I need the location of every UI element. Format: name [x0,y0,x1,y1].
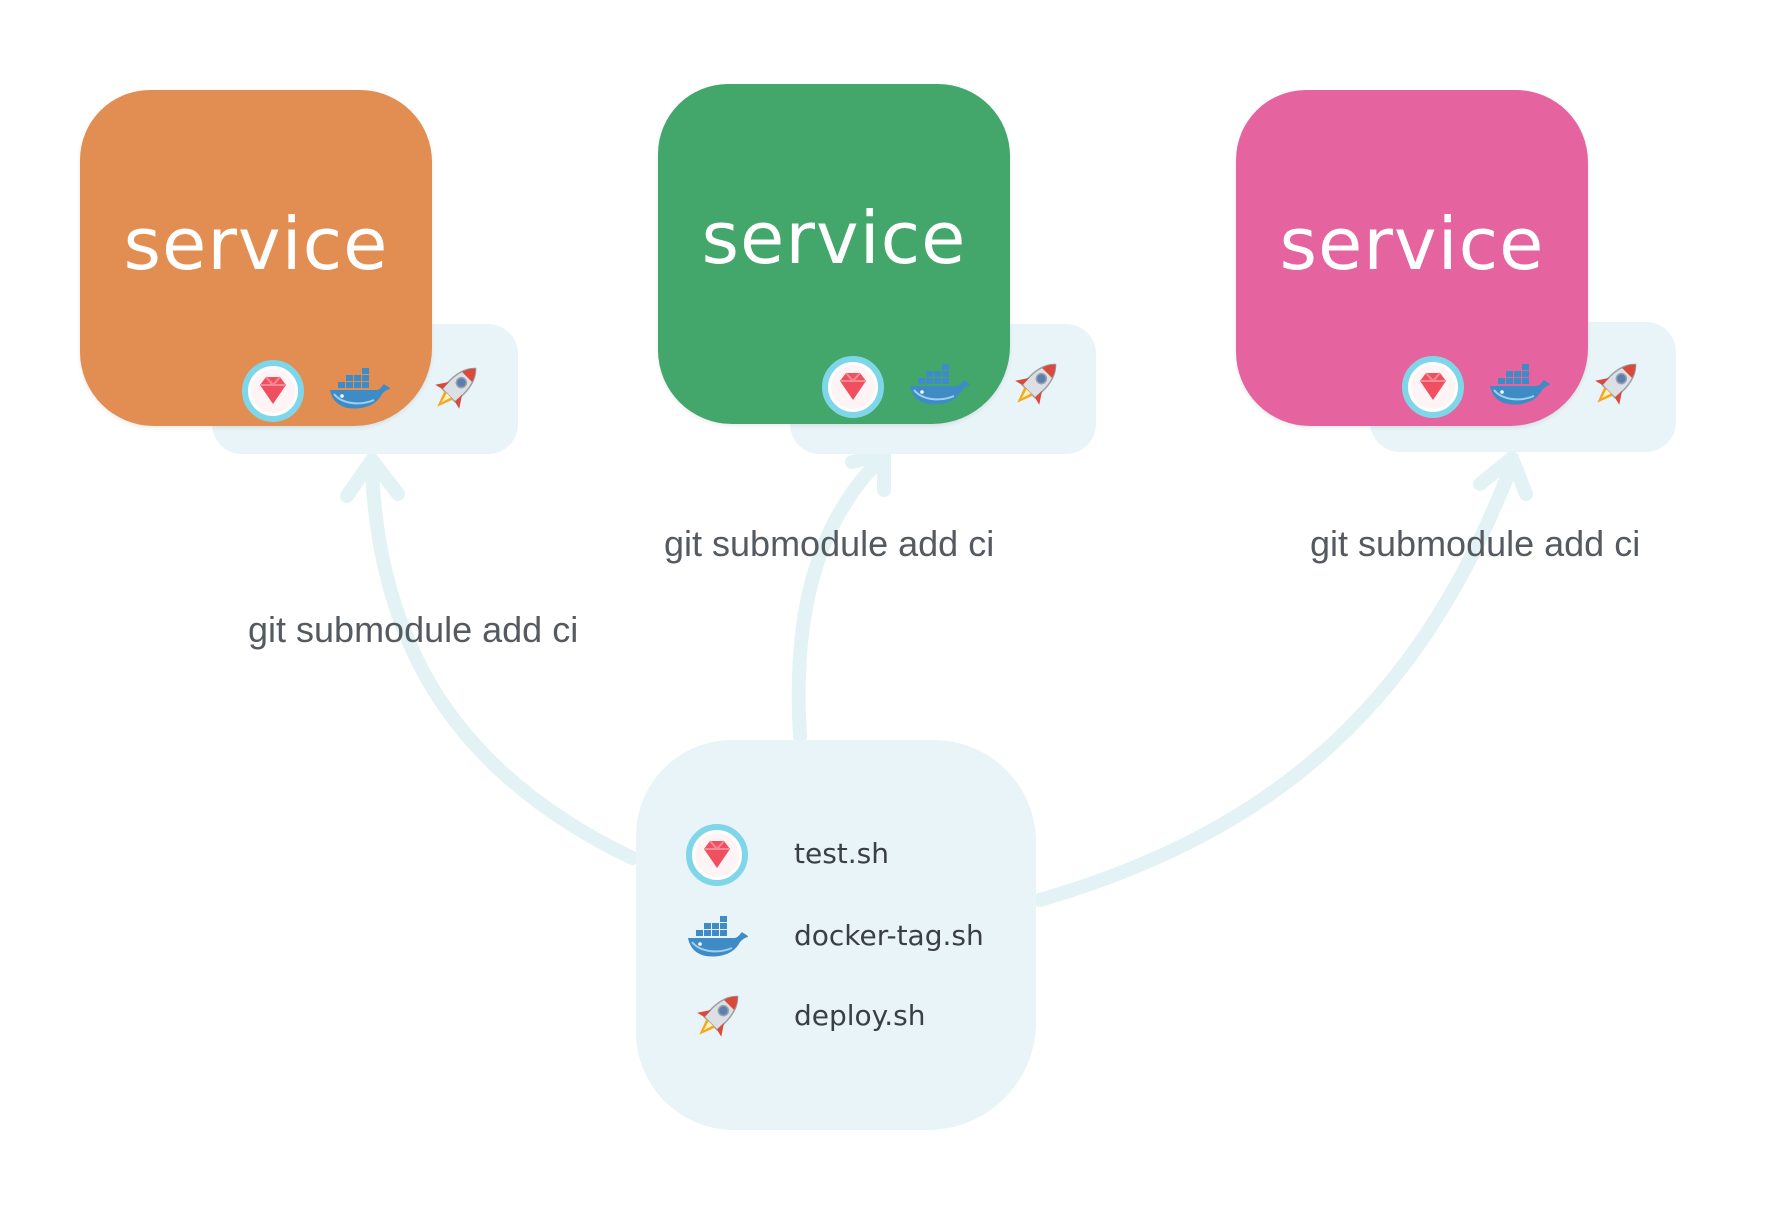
arrow-to-service-3 [1033,463,1517,907]
script-name: deploy.sh [794,999,926,1032]
script-row-test[interactable]: test.sh [684,820,1024,890]
ci-repo-box: test.sh docker-tag.sh deploy.sh [636,740,1036,1130]
script-row-docker-tag[interactable]: docker-tag.sh [684,902,1024,972]
arrow-head-service-3 [1473,451,1533,501]
ruby-gem-icon [684,822,750,888]
rocket-icon [1582,352,1648,418]
rocket-icon [422,356,488,422]
docker-whale-icon [906,352,972,418]
arrow-to-service-1 [365,463,639,865]
script-row-deploy[interactable]: deploy.sh [684,982,1024,1052]
ruby-gem-icon [240,358,306,424]
arrow-to-service-2 [791,461,879,743]
docker-whale-icon [678,904,756,970]
ruby-gem-icon [1400,354,1466,420]
docker-whale-icon [326,356,392,422]
script-name: docker-tag.sh [794,919,984,952]
service-2-box[interactable]: service [658,84,1010,424]
service-1-label: service [123,202,389,286]
script-name: test.sh [794,837,890,870]
docker-whale-icon [1486,352,1552,418]
service-1-box[interactable]: service [80,90,432,426]
rocket-icon [684,984,750,1050]
arrow-head-service-2 [845,447,891,497]
submodule-label-2: git submodule add ci [664,523,995,564]
ruby-gem-icon [820,354,886,420]
submodule-label-1: git submodule add ci [248,609,579,650]
rocket-icon [1002,352,1068,418]
service-3-label: service [1279,202,1545,286]
submodule-label-3: git submodule add ci [1310,523,1641,564]
service-2-label: service [701,196,967,280]
arrow-head-service-1 [340,453,405,503]
